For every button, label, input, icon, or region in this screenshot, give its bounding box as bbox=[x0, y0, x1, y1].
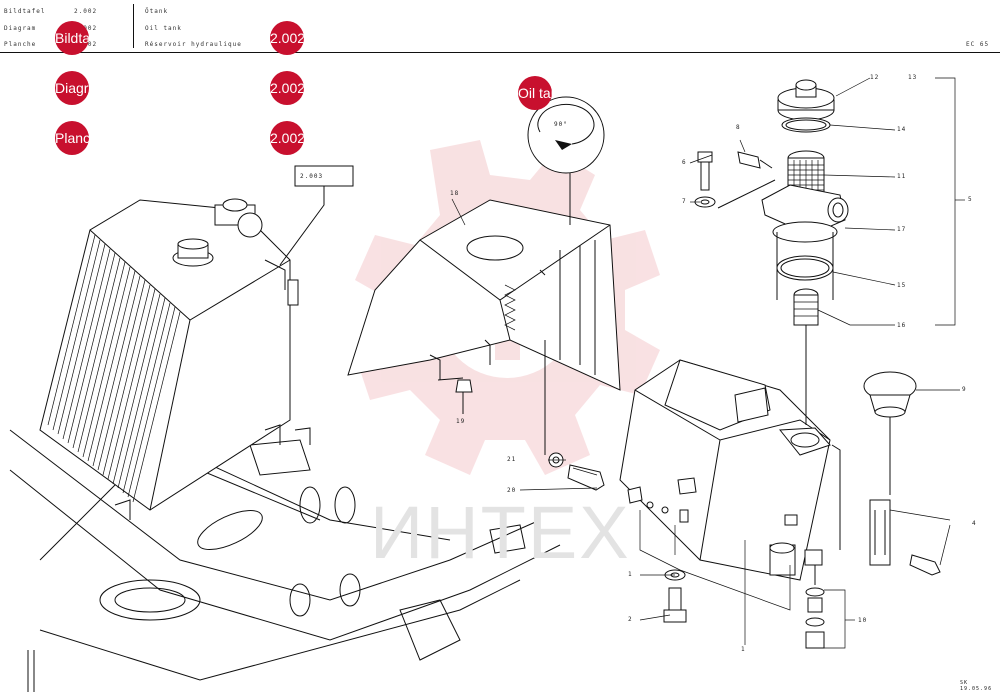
bracket-4 bbox=[869, 499, 941, 576]
hotspot-bildtafel[interactable]: Bildtafel 2.002 bbox=[55, 21, 89, 55]
leader-lines bbox=[451, 77, 965, 649]
callout-21[interactable]: 21 bbox=[507, 456, 517, 463]
header-divider bbox=[133, 4, 134, 48]
reference-box-label[interactable]: 2.003 bbox=[300, 173, 324, 180]
rotation-indicator bbox=[527, 96, 605, 225]
callout-1[interactable]: 1 bbox=[628, 571, 633, 578]
callout-11[interactable]: 11 bbox=[897, 173, 907, 180]
oil-tank-assembly bbox=[39, 198, 311, 520]
callout-20[interactable]: 20 bbox=[507, 487, 517, 494]
callout-13[interactable]: 13 bbox=[908, 74, 918, 81]
callout-12[interactable]: 12 bbox=[870, 74, 880, 81]
hotspot-oil-tank[interactable]: Oil tank bbox=[518, 76, 552, 110]
callout-15[interactable]: 15 bbox=[897, 282, 907, 289]
callout-14[interactable]: 14 bbox=[897, 126, 907, 133]
rotation-label: 90° bbox=[554, 121, 568, 128]
callout-10[interactable]: 10 bbox=[858, 617, 868, 624]
callout-2[interactable]: 2 bbox=[628, 616, 633, 623]
callout-19[interactable]: 19 bbox=[456, 418, 466, 425]
label-diagram: Diagram bbox=[4, 25, 37, 32]
title-fr: Réservoir hydraulique bbox=[145, 41, 242, 48]
title-en: Oil tank bbox=[145, 25, 182, 32]
callout-8[interactable]: 8 bbox=[736, 124, 741, 131]
header-rule bbox=[0, 52, 1000, 53]
callout-1-tank[interactable]: 1 bbox=[741, 646, 746, 653]
callout-18[interactable]: 18 bbox=[450, 190, 460, 197]
hotspot-diagram[interactable]: Diagram 2.002 bbox=[55, 71, 89, 105]
breather-cap-9 bbox=[863, 371, 917, 495]
callout-4[interactable]: 4 bbox=[972, 520, 977, 527]
callout-6[interactable]: 6 bbox=[682, 159, 687, 166]
callout-5[interactable]: 5 bbox=[968, 196, 973, 203]
hotspot-value-1[interactable]: 2.002 bbox=[270, 21, 304, 55]
label-bildtafel: Bildtafel bbox=[4, 8, 46, 15]
watermark-text: ИНТЕХ bbox=[370, 491, 631, 574]
callout-7[interactable]: 7 bbox=[682, 198, 687, 205]
hotspot-value-3[interactable]: 2.002 bbox=[270, 121, 304, 155]
lower-tank bbox=[619, 359, 841, 581]
hotspot-planche[interactable]: Planche 2.002 bbox=[55, 121, 89, 155]
code-right: EC 65 bbox=[966, 41, 990, 48]
label-planche: Planche bbox=[4, 41, 37, 48]
filter-assembly bbox=[694, 79, 849, 425]
hood-cover bbox=[347, 199, 621, 455]
callout-17[interactable]: 17 bbox=[897, 226, 907, 233]
callout-9[interactable]: 9 bbox=[962, 386, 967, 393]
hotspot-value-2[interactable]: 2.002 bbox=[270, 71, 304, 105]
radiator-fins bbox=[47, 234, 181, 503]
drain-parts bbox=[663, 565, 825, 649]
footer-date: SK 19.05.96 bbox=[960, 680, 993, 692]
title-de: Ötank bbox=[145, 8, 169, 15]
value-bildtafel: 2.002 bbox=[74, 8, 98, 15]
callout-16[interactable]: 16 bbox=[897, 322, 907, 329]
